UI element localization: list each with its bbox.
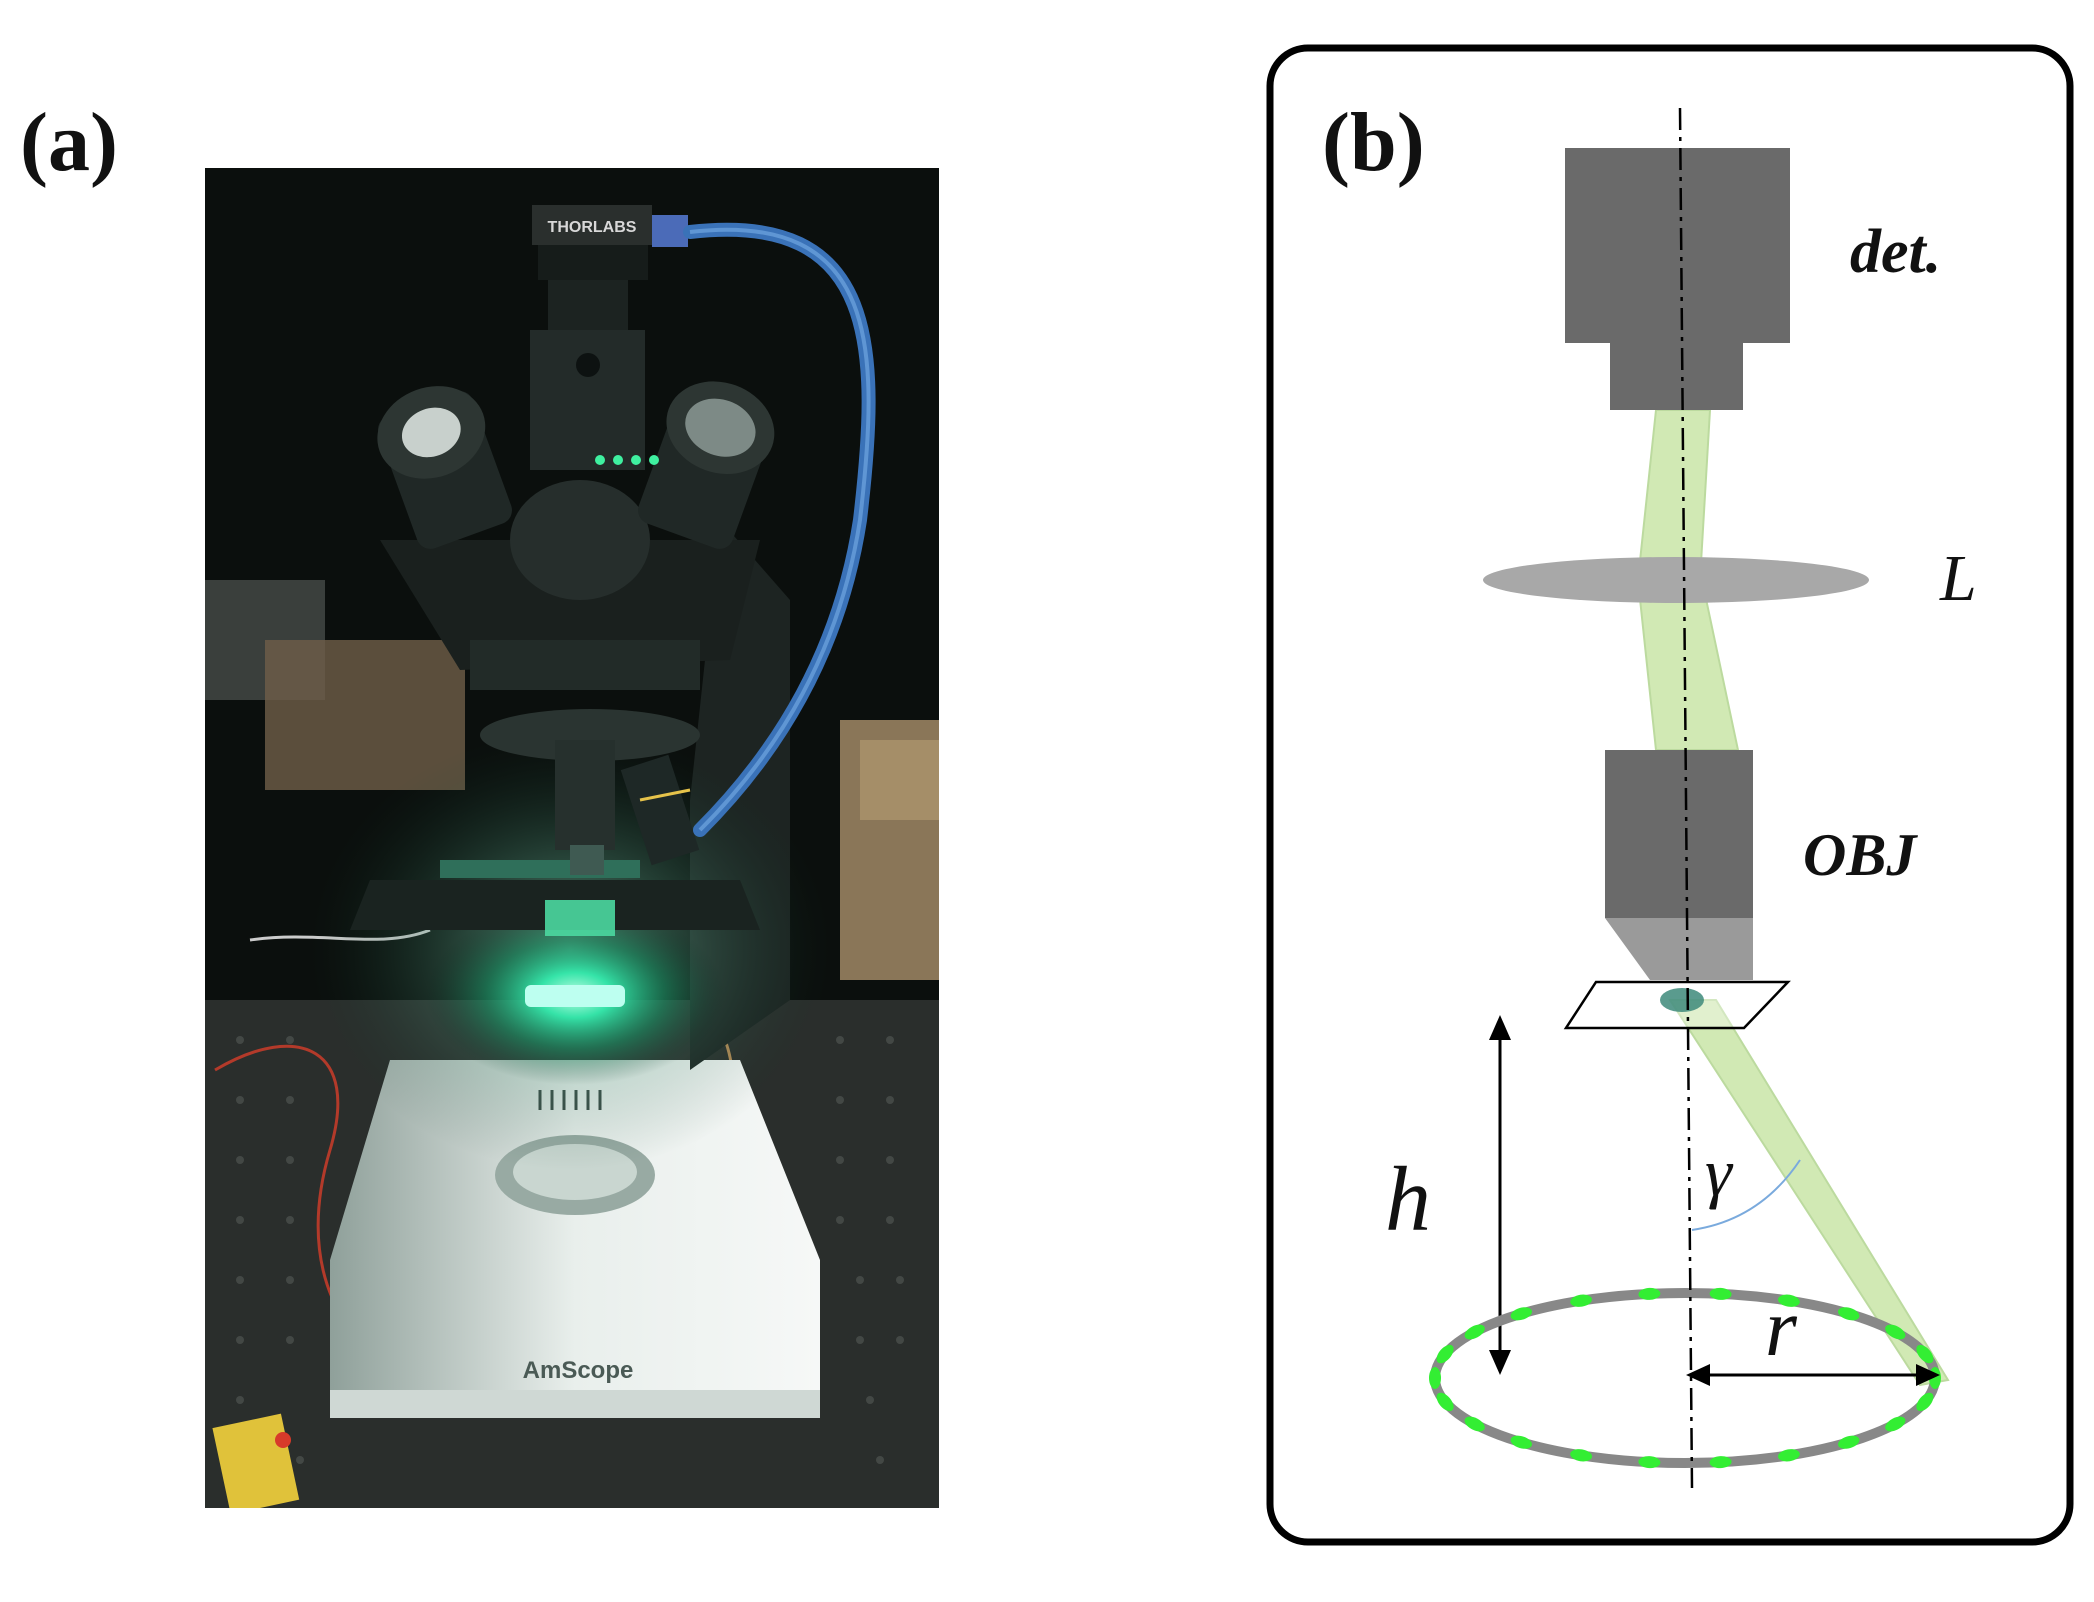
lens-label: L	[1939, 542, 1977, 615]
led-dot	[1638, 1287, 1661, 1300]
led-dot	[1510, 1435, 1532, 1449]
led-dot	[1570, 1294, 1593, 1307]
led-dot	[1709, 1287, 1732, 1300]
led-dot	[1916, 1392, 1934, 1412]
led-dot	[1885, 1416, 1906, 1432]
amscope-brand: AmScope	[523, 1357, 634, 1384]
led-dot	[1885, 1324, 1906, 1340]
detector-body	[1565, 148, 1790, 343]
optical-axis	[1678, 107, 1694, 1489]
panel-a-label: (a)	[20, 96, 118, 189]
angle-label: γ	[1705, 1134, 1734, 1210]
led-dot	[1638, 1456, 1661, 1469]
led-dot	[1916, 1344, 1934, 1364]
height-label: h	[1385, 1148, 1431, 1250]
led-dot	[1709, 1456, 1732, 1469]
led-dots	[1429, 1287, 1941, 1469]
objective-tip	[1605, 918, 1753, 980]
sample-spot	[1660, 988, 1704, 1012]
led-dot	[1838, 1435, 1860, 1449]
detector-label: det.	[1850, 218, 1941, 286]
led-dot	[1429, 1367, 1441, 1389]
radius-arrow	[1686, 1364, 1940, 1386]
lens	[1483, 557, 1869, 603]
angle-arc	[1691, 1159, 1801, 1231]
height-arrow	[1489, 1015, 1511, 1375]
objective-body	[1605, 750, 1753, 918]
led-dot	[1777, 1449, 1800, 1462]
radius-label: r	[1765, 1282, 1798, 1373]
thorlabs-camera-label: THORLABS	[548, 219, 637, 236]
led-dot	[1436, 1344, 1454, 1364]
led-dot	[1436, 1392, 1454, 1412]
led-dot	[1570, 1449, 1593, 1462]
led-dot	[1838, 1307, 1860, 1321]
led-dot	[1510, 1307, 1532, 1321]
detector-neck	[1610, 343, 1743, 410]
led-dot	[1464, 1324, 1485, 1340]
led-dot	[1464, 1416, 1485, 1432]
led-dot	[1777, 1294, 1800, 1307]
panel-b-label: (b)	[1322, 96, 1425, 189]
microscope-photo: AmScope	[205, 168, 939, 1508]
objective-label: OBJ	[1803, 822, 1918, 888]
